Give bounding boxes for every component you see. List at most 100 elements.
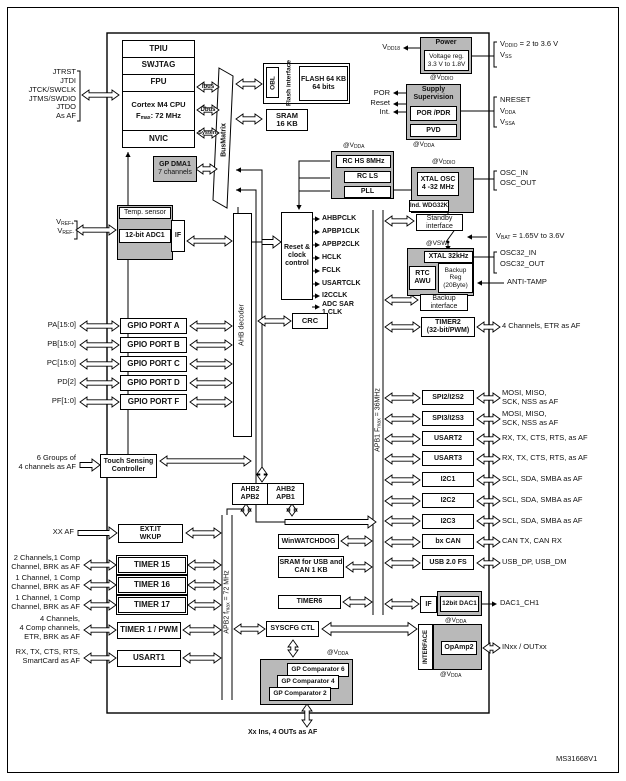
obl-label: OBL [269,75,276,90]
pd-pins-label: PD[2] [57,377,76,386]
signal-arrowhead [315,281,320,287]
pa-pins-label: PA[15:0] [47,320,76,329]
bus-arrow [79,320,120,332]
bxcan-block: bx CAN [422,534,474,549]
timer6-block: TIMER6 [278,595,341,609]
crc-block: CRC [292,313,328,329]
comp-at-vdda: @VDDA [327,649,349,657]
bus-arrow [185,527,222,539]
bus-arrow-v [240,503,252,517]
i2c1-block: I2C1 [422,472,474,487]
signal-arrowhead [467,234,472,240]
signal-arrowhead [492,601,497,607]
bus-arrow [384,515,421,527]
usb-ext-label: USB_DP, USB_DM [502,557,567,566]
block-arrow [77,526,118,540]
obl-block [266,67,279,98]
bus-arrow [235,113,263,125]
por-pdr-block: POR /PDR [410,106,457,121]
clk-fclk: FCLK [322,267,341,274]
block-arrow [79,458,101,472]
usart2-block: USART2 [422,431,474,446]
opamp-at-vdda: @VDDA [440,671,462,679]
bus-arrow [186,235,233,247]
nreset-label: NRESET [500,95,531,104]
bus-arrow [384,433,421,445]
bus-arrow [187,599,222,611]
opamp-interface-label: INTERFACE [422,629,429,665]
cpu-block: TPIU SWJTAG FPU Cortex M4 CPU Fmax: 72 M… [122,40,195,148]
pc-pins-label: PC[15:0] [46,358,76,367]
dac-at-vdda: @VDDA [445,617,467,625]
bus-arrow [83,624,117,636]
timer1-ext-label: 4 Channels,4 Comp channels,ETR, BRK as A… [19,614,80,641]
i2c3-ext-label: SCL, SDA, SMBA as AF [502,516,583,525]
opamp-ext-label: INxx / OUTxx [502,642,547,651]
tpiu-block: TPIU [123,41,194,58]
pb-pins-label: PB[15:0] [47,339,76,348]
gp-dma1-channels: 7 channels [158,169,192,176]
syscfg-block: SYSCFG CTL [266,621,319,637]
apb2-bus-label: APB2 fmax = 72 MHz [223,570,232,634]
i2c2-ext-label: SCL, SDA, SMBA as AF [502,495,583,504]
osc32-in-label: OSC32_IN [500,248,537,257]
flash-width-label: 64 bits [312,83,335,91]
bus-arrow [195,163,218,175]
route-line [493,96,497,128]
timer17-block: TIMER 17 [116,595,188,615]
vref-plus-label: VREF+ [56,217,74,227]
bus-arrow [476,321,501,333]
bus-arrow [79,396,120,408]
osc-out-label: OSC_OUT [500,178,537,187]
gp-dma1-block: GP DMA1 7 channels [153,156,197,182]
clk-apbp2clk: APBP2CLK [322,241,360,248]
pf-pins-label: PF[1:0] [51,396,76,405]
adc1-block: 12-bit ADC1 [119,229,171,243]
fpu-label: FPU [150,77,167,87]
nvic-block: NVIC [123,131,194,147]
bus-arrow [384,294,419,306]
bus-arrow [189,339,233,351]
spi2-block: SPI2/I2S2 [422,390,474,405]
wdg32k-block: Ind. WDG32K [409,200,449,212]
signal-arrowhead [403,45,408,51]
block-arrow [261,235,282,249]
block-arrow [284,515,377,529]
clk-i2cclk: I2CCLK [322,292,348,299]
bus-arrow [189,377,233,389]
switch-dot [446,240,450,244]
usart1-block: USART1 [117,650,181,667]
figure-frame [7,7,619,773]
usart1-ext-label: RX, TX, CTS, RTS,SmartCard as AF [15,647,80,665]
system-bus-label: System [198,130,218,136]
osc-in-label: OSC_IN [500,168,528,177]
bus-arrow [79,358,120,370]
cortex-core-block: Cortex M4 CPU Fmax: 72 MHz [123,92,194,132]
bus-arrow [159,455,252,467]
gpio-port-b-block: GPIO PORT B [120,337,187,353]
signal-arrowhead [393,101,398,107]
xtal-at-vddio: @VDDIO [432,158,456,166]
bus-arrow [235,78,263,90]
dac1-ch1-label: DAC1_CH1 [500,598,540,607]
bus-arrow [384,536,421,548]
timer15-block: TIMER 15 [116,555,188,575]
pin-jtdi: JTDI [60,75,76,85]
bus-arrow-v [287,639,299,658]
clk-hclk: HCLK [322,254,342,261]
power-title: Power [435,39,457,46]
i2c3-block: I2C3 [422,514,474,529]
bus-arrow [79,339,120,351]
